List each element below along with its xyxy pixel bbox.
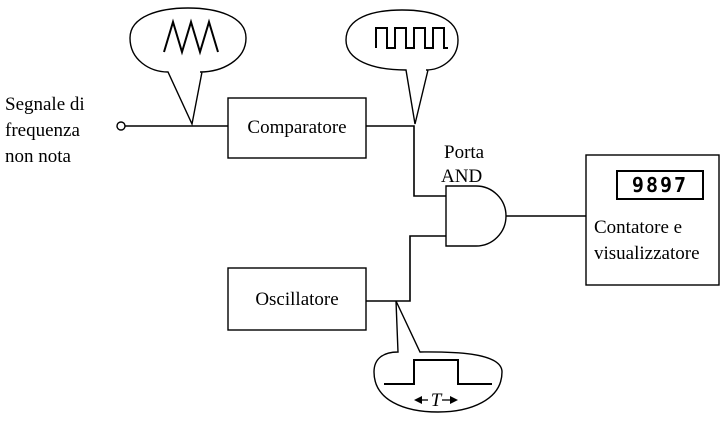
comparator-output-wire — [366, 125, 446, 197]
period-arrow — [414, 396, 458, 404]
comparator-block — [227, 97, 367, 159]
oscillator-waveform-bubble: T — [373, 300, 503, 413]
input-waveform-bubble — [129, 7, 247, 127]
and-gate — [445, 185, 507, 247]
square-wave-icon — [375, 27, 448, 49]
display-digits: 9897 — [632, 173, 688, 197]
gate-label-line2: AND — [441, 166, 482, 187]
period-label: T — [431, 390, 443, 411]
input-label-line2: frequenza — [5, 120, 80, 141]
oscillator-output-wire — [366, 235, 446, 302]
triangle-wave-icon — [163, 18, 219, 56]
input-label-line1: Segnale di — [5, 94, 85, 115]
counter-label-line1: Contatore e — [594, 217, 682, 238]
counter-label-line2: visualizzatore — [594, 243, 700, 264]
digit-display — [616, 170, 704, 200]
oscillator-block — [227, 267, 367, 331]
comparator-label: Comparatore — [247, 117, 346, 138]
input-terminal — [116, 121, 126, 131]
input-label-line3: non nota — [5, 146, 72, 167]
oscillator-label: Oscillatore — [255, 289, 338, 310]
comparator-waveform-bubble — [345, 9, 459, 125]
gate-pulse-icon — [384, 359, 492, 385]
gate-label-line1: Porta — [444, 142, 485, 163]
